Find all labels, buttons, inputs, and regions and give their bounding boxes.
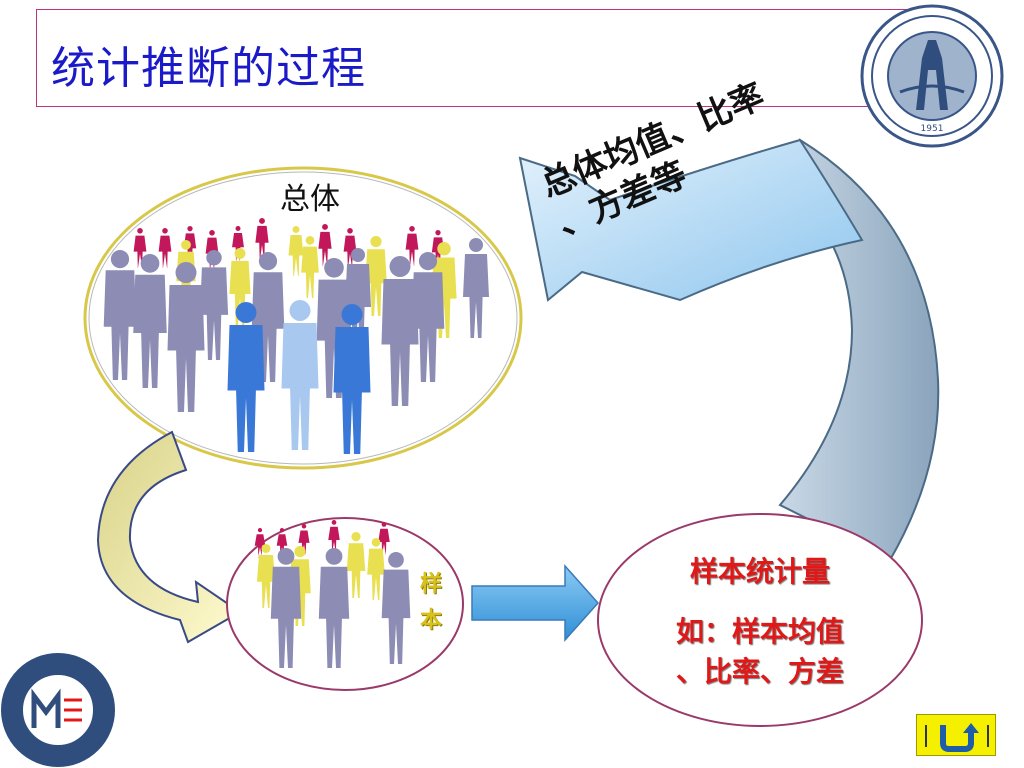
population-label: 总体: [280, 182, 340, 217]
statistic-example-line-1: 如：样本均值: [675, 615, 844, 648]
population-crowd: [103, 218, 489, 454]
person-figure: [318, 224, 332, 266]
inference-arrow: [518, 138, 864, 302]
sampling-arrow: [96, 430, 242, 644]
person-figure: [276, 528, 288, 558]
person-figure: [328, 520, 340, 554]
page-title: 统计推断的过程: [51, 43, 366, 94]
school-seal-icon: [1, 653, 115, 767]
person-figure: [301, 236, 319, 298]
person-figure: [251, 252, 285, 382]
person-figure: [288, 226, 304, 276]
person-figure: [133, 254, 167, 388]
person-figure: [281, 300, 319, 450]
compute-arrow: [471, 564, 600, 642]
person-figure: [270, 548, 302, 668]
person-figure: [381, 552, 411, 664]
sample-crowd: [254, 520, 411, 668]
statistic-box: 样本统计量 如：样本均值 、比率、方差: [600, 540, 920, 720]
person-figure: [316, 258, 352, 398]
sample-label-char-2: 本: [420, 608, 443, 633]
person-figure: [227, 302, 265, 452]
person-figure: [378, 522, 390, 556]
person-figure: [333, 304, 371, 454]
person-figure: [229, 248, 251, 326]
person-figure: [254, 528, 266, 558]
person-figure: [133, 228, 147, 268]
return-button[interactable]: [916, 714, 996, 756]
person-figure: [463, 238, 489, 338]
person-figure: [255, 218, 269, 260]
person-figure: [256, 544, 276, 608]
person-figure: [232, 226, 244, 262]
person-figure: [367, 538, 385, 600]
statistic-title: 样本统计量: [689, 555, 830, 588]
person-figure: [199, 250, 229, 360]
person-figure: [405, 226, 419, 266]
person-figure: [343, 228, 357, 268]
sample-label-char-1: 样: [420, 572, 443, 597]
person-figure: [158, 228, 172, 268]
person-figure: [346, 532, 366, 598]
person-figure: [381, 256, 419, 406]
return-arrow-icon: [925, 723, 989, 752]
person-figure: [167, 262, 205, 412]
person-figure: [298, 524, 310, 556]
person-figure: [411, 252, 445, 382]
title-box: 统计推断的过程: [36, 9, 956, 107]
statistic-ellipse: [597, 513, 923, 727]
university-seal-icon: [860, 4, 1004, 148]
statistic-example-line-2: 、比率、方差: [675, 655, 844, 688]
person-figure: [318, 548, 350, 668]
person-figure: [365, 236, 387, 316]
seal-year: 1951: [921, 124, 944, 134]
person-figure: [103, 250, 137, 380]
